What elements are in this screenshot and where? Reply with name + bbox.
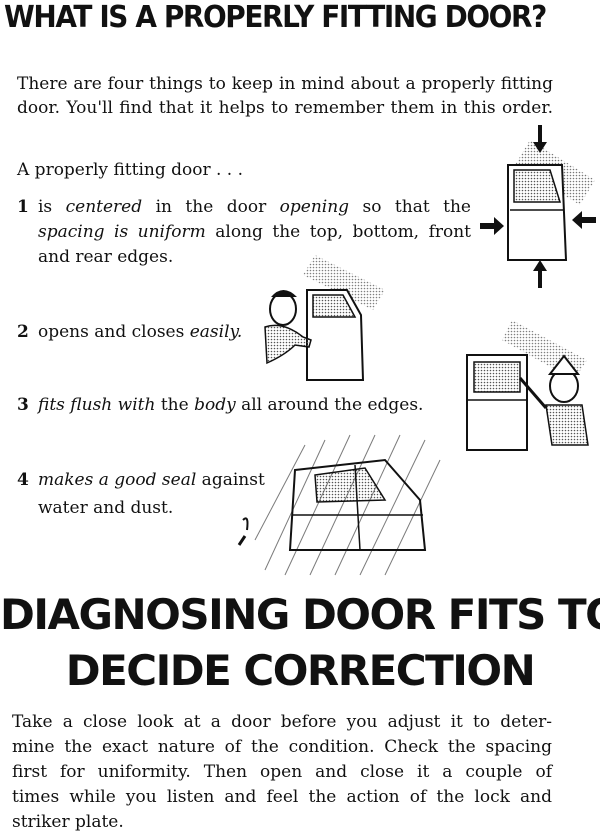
page-title: WHAT IS A PROPERLY FITTING DOOR? <box>4 0 547 35</box>
body-line: Take a close look at a door before you a… <box>12 712 552 732</box>
door-centering-illustration <box>480 125 596 288</box>
item-number: 4 <box>17 470 29 490</box>
item-1-line-3: and rear edges. <box>38 247 174 267</box>
intro-paragraph: There are four things to keep in mind ab… <box>17 74 553 118</box>
body-line: striker plate. <box>12 812 124 832</box>
item-1-line-1: is centered in the door opening so that … <box>38 197 471 217</box>
item-3-text: fits flush with the body all around the … <box>38 395 424 415</box>
item-1-line-2: spacing is uniform along the top, bottom… <box>38 222 472 242</box>
body-line: mine the exact nature of the condition. … <box>12 737 552 757</box>
item-4-line-2: water and dust. <box>38 498 174 518</box>
item-number: 3 <box>17 395 29 415</box>
lead-text: A properly fitting door . . . <box>17 160 244 180</box>
section-heading-line-2: DECIDE CORRECTION <box>65 646 536 695</box>
item-2-text: opens and closes easily. <box>38 322 243 342</box>
body-line: first for uniformity. Then open and clos… <box>12 762 552 782</box>
man-checking-flush-illustration <box>466 320 589 451</box>
item-number: 2 <box>17 322 29 342</box>
car-door-rain-illustration <box>237 434 441 576</box>
man-opening-door-illustration <box>264 255 385 381</box>
section-heading-line-1: DIAGNOSING DOOR FITS TO <box>0 590 600 639</box>
item-4-line-1: makes a good seal against <box>38 470 265 490</box>
item-number: 1 <box>17 197 29 217</box>
body-line: times while you listen and feel the acti… <box>12 787 552 807</box>
